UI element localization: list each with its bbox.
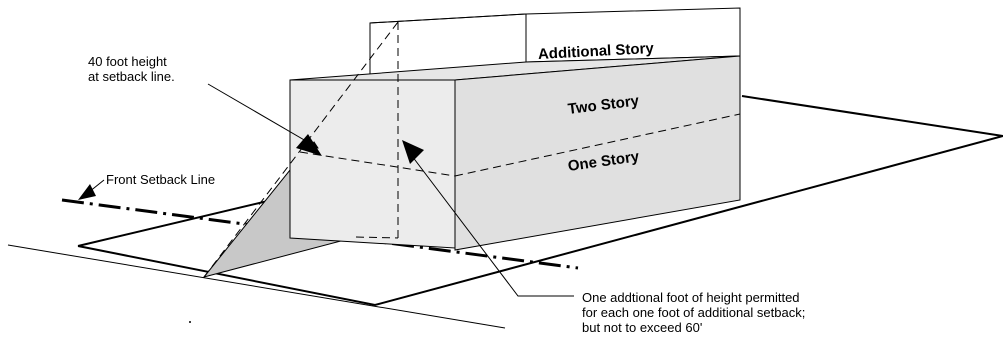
additional-note-line2: for each one foot of additional setback; — [582, 305, 806, 320]
front-setback-arrow-head — [78, 184, 96, 200]
building-left-face — [289, 79, 456, 249]
height-note: 40 foot height at setback line. — [88, 54, 175, 84]
height-note-line2: at setback line. — [88, 69, 175, 84]
additional-note-line1: One addtional foot of height permitted — [582, 290, 800, 305]
height-note-line1: 40 foot height — [88, 54, 167, 69]
lot-boundary — [77, 95, 1003, 307]
ground-line — [7, 244, 506, 329]
additional-height-note: One addtional foot of height permitted f… — [582, 290, 805, 335]
height-leader — [207, 83, 319, 149]
additional-arrow-head — [402, 140, 424, 164]
additional-story-top-edge — [369, 13, 527, 24]
front-setback-label: Front Setback Line — [106, 172, 216, 187]
floor-line-side — [299, 151, 456, 177]
height-arrow-head — [296, 134, 322, 156]
additional-leader — [411, 155, 574, 297]
stray-dot — [189, 321, 191, 323]
hidden-edge-base — [355, 236, 399, 239]
building-front-face — [454, 55, 741, 251]
lot-left-edge — [77, 199, 273, 247]
additional-note-line3: but not to exceed 60' — [582, 320, 703, 335]
floor-line-front — [454, 113, 741, 177]
